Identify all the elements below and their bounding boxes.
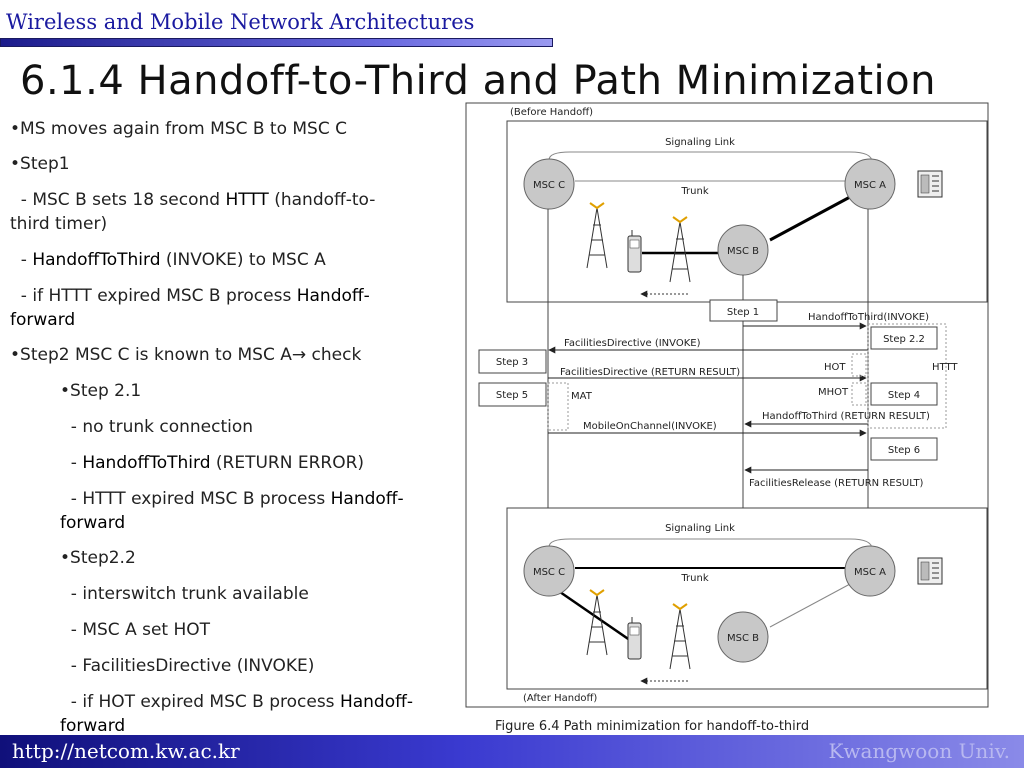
mhot-label: MHOT (818, 387, 849, 398)
step-2-2-label: Step 2.2 (883, 334, 925, 345)
step-5-box (478, 382, 547, 407)
base-station-tower-icon (669, 216, 691, 283)
msc-c-label: MSC C (533, 180, 565, 191)
step-6-label: Step 6 (888, 445, 920, 456)
step-1-label: Step 1 (727, 307, 759, 318)
step-2-2-box (870, 326, 938, 350)
mat-timer-box (547, 382, 569, 431)
bullet-line: forward (10, 310, 76, 330)
telephone-icon (917, 170, 943, 198)
bullet-line: •Step2 MSC C is known to MSC A→ check (10, 345, 362, 365)
link-b-a (769, 583, 851, 628)
bullet-line: - HandoffToThird (INVOKE) to MSC A (10, 250, 326, 270)
step-3-box (478, 349, 547, 374)
bullet-line: - interswitch trunk available (60, 584, 309, 604)
bullet-line: •MS moves again from MSC B to MSC C (10, 119, 347, 139)
bullet-line: forward (60, 513, 126, 533)
bullet-line: - if HOT expired MSC B process Handoff- (60, 692, 413, 712)
footer-url: http://netcom.kw.ac.kr (12, 739, 240, 763)
mobile-phone-icon (627, 230, 642, 273)
telephone-icon (917, 557, 943, 585)
msc-c-node (523, 545, 575, 597)
bullet-line: forward (60, 716, 126, 736)
bullet-line: - MSC A set HOT (60, 620, 211, 640)
step-4-label: Step 4 (888, 390, 920, 401)
bullet-line: •Step 2.1 (60, 381, 142, 401)
bullet-line: - no trunk connection (60, 417, 254, 437)
signaling-link-curve (548, 538, 873, 550)
hot-timer-box (851, 353, 867, 377)
figure-caption: Figure 6.4 Path minimization for handoff… (495, 719, 810, 734)
msg-label-2: FacilitiesDirective (INVOKE) (564, 338, 701, 349)
msc-a-node (844, 158, 896, 210)
msc-a-label: MSC A (854, 180, 886, 191)
signaling-link-label: Signaling Link (665, 137, 735, 148)
msg-label-6: FacilitiesRelease (RETURN RESULT) (749, 478, 924, 489)
msg-label-4: HandoffToThird (RETURN RESULT) (762, 411, 930, 422)
step-4-box (870, 382, 938, 406)
msc-c-label: MSC C (533, 567, 565, 578)
base-station-tower-icon (586, 202, 608, 269)
step-5-label: Step 5 (496, 390, 528, 401)
bullet-line: - HTTT expired MSC B process Handoff- (60, 489, 404, 509)
httt-timer-box (867, 323, 947, 429)
msc-b-label: MSC B (727, 246, 759, 257)
msc-a-label: MSC A (854, 567, 886, 578)
msc-b-label: MSC B (727, 633, 759, 644)
bullet-line: •Step1 (10, 154, 70, 174)
after-handoff-label: (After Handoff) (523, 693, 597, 704)
mobile-phone-icon (627, 617, 642, 660)
base-station-tower-icon (669, 603, 691, 670)
step-1-box (709, 299, 778, 322)
bullet-line: third timer) (10, 214, 108, 234)
footer-bar: http://netcom.kw.ac.kr Kwangwoon Univ. (0, 735, 1024, 768)
httt-label: HTTT (932, 362, 958, 373)
bullet-line: - MSC B sets 18 second HTTT (handoff-to- (10, 190, 376, 210)
footer-university: Kwangwoon Univ. (828, 739, 1010, 763)
hot-label: HOT (824, 362, 846, 373)
msc-b-node (717, 611, 769, 663)
bullet-line: - if HTTT expired MSC B process Handoff- (10, 286, 370, 306)
header-title: Wireless and Mobile Network Architecture… (6, 10, 475, 34)
step-3-label: Step 3 (496, 357, 528, 368)
base-station-tower-icon (586, 589, 608, 656)
msg-label-1: HandoffToThird(INVOKE) (808, 312, 929, 323)
bullet-line: - HandoffToThird (RETURN ERROR) (60, 453, 365, 473)
trunk-label: Trunk (680, 573, 708, 584)
header-bar (0, 38, 553, 47)
link-c-mobile (559, 590, 638, 647)
bullet-line: - FacilitiesDirective (INVOKE) (60, 656, 315, 676)
mat-label: MAT (571, 391, 593, 402)
msg-label-5: MobileOnChannel(INVOKE) (583, 421, 717, 432)
msg-label-3: FacilitiesDirective (RETURN RESULT) (560, 367, 740, 378)
msc-c-node (523, 158, 575, 210)
mhot-timer-box (851, 382, 867, 406)
step-6-box (870, 437, 938, 461)
bullet-line: •Step2.2 (60, 548, 136, 568)
slide-title: 6.1.4 Handoff-to-Third and Path Minimiza… (20, 58, 936, 104)
figure-frame (465, 102, 989, 708)
before-handoff-label: (Before Handoff) (510, 107, 593, 118)
trunk-label: Trunk (680, 186, 708, 197)
signaling-link-curve (548, 151, 873, 163)
msc-a-node (844, 545, 896, 597)
trunk-b-a (769, 195, 851, 242)
signaling-link-label: Signaling Link (665, 523, 735, 534)
